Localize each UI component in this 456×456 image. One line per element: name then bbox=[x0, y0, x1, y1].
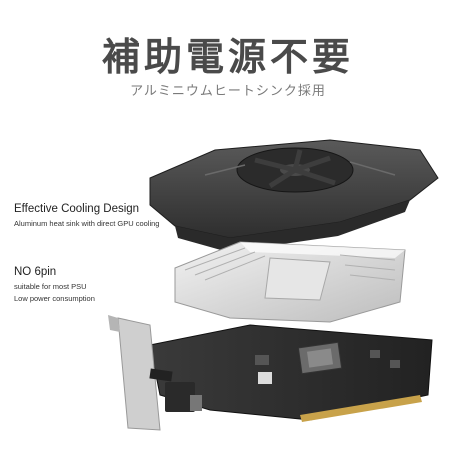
fan-icon bbox=[236, 147, 354, 193]
feature-cooling: Effective Cooling Design Aluminum heat s… bbox=[14, 203, 159, 230]
fan-shroud bbox=[149, 139, 439, 252]
feature-power-line2: Low power consumption bbox=[14, 294, 95, 303]
page-title: 補助電源不要 bbox=[101, 35, 354, 79]
feature-cooling-heading: Effective Cooling Design bbox=[14, 203, 140, 215]
bracket bbox=[108, 315, 202, 431]
feature-cooling-description: Aluminum heat sink with direct GPU cooli… bbox=[14, 219, 160, 228]
heatsink-icon bbox=[174, 241, 406, 323]
page-subtitle: アルミニウムヒートシンク採用 bbox=[130, 84, 326, 99]
graphics-card-icon bbox=[149, 324, 433, 422]
feature-power-line1: suitable for most PSU bbox=[14, 282, 87, 291]
feature-power-heading: NO 6pin bbox=[14, 266, 57, 278]
feature-power: NO 6pin suitable for most PSU Low power … bbox=[14, 266, 95, 305]
